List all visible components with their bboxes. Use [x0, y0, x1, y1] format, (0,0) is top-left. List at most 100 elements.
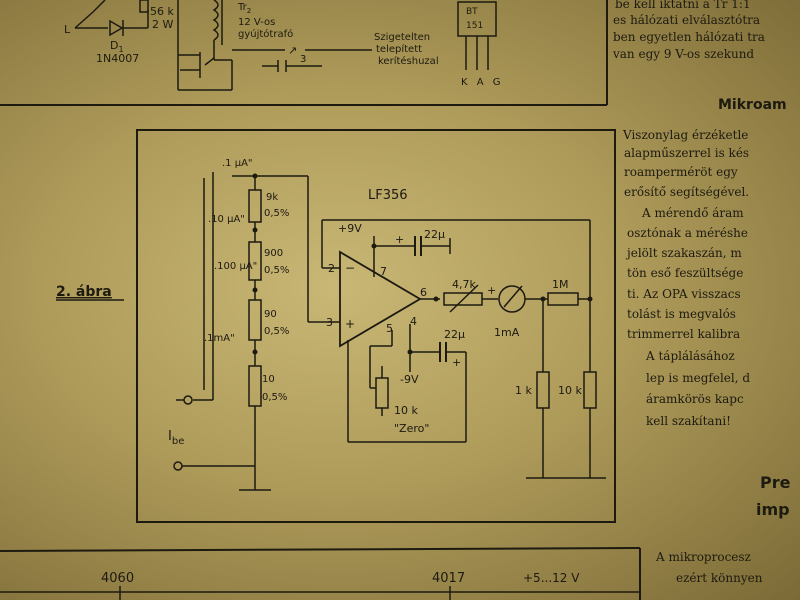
section-heading-2-line-2: imp: [756, 500, 790, 519]
series-r-label: 1M: [552, 278, 569, 291]
section-heading-mikroam: Mikroam: [718, 97, 787, 113]
junction-1ma: [252, 349, 258, 355]
right-text-column: be kell iktatni a Tr 1:1 es hálózati elv…: [612, 0, 791, 585]
ladder-tol-90: 0,5%: [264, 326, 289, 337]
body-line-13: lep is megfelel, d: [646, 371, 750, 385]
diode-d1-symbol: [109, 19, 124, 37]
body-line-6: osztónak a méréshe: [627, 226, 748, 240]
pot-value-label: 4,7k: [452, 278, 476, 291]
pot-4k7-arrow: [449, 284, 479, 313]
ladder-value-10: 10: [262, 374, 275, 385]
transformer-coil-primary: [212, 0, 219, 41]
body-line-12: A táplálásához: [645, 349, 735, 363]
thyristor-type: BT: [466, 7, 478, 17]
junction-100ua: [252, 287, 258, 293]
resistor-90: [248, 299, 262, 341]
meter-range-label: 1mA: [494, 326, 520, 339]
bottom-body-line-2: ezért könnyen: [676, 571, 763, 585]
pin-7-label: 7: [380, 265, 387, 278]
thyristor-number: 151: [466, 21, 483, 31]
resistor-10k: [583, 371, 597, 409]
bottom-circuit: 4060 4017 +5...12 V: [0, 547, 641, 600]
diode-part-number: 1N4007: [96, 52, 139, 65]
range-label-100ua: .100 μA": [214, 261, 257, 272]
pin-5-label: 5: [386, 322, 393, 335]
figure-frame: [136, 129, 616, 523]
section-heading-2-line-1: Pre: [760, 473, 791, 492]
diode-ref: D1: [110, 39, 124, 54]
switch-arrow: [204, 57, 215, 66]
insulated-label-2: telepített: [376, 43, 422, 55]
pot-zero-10k[interactable]: [375, 377, 389, 409]
vplus-label: +9V: [338, 222, 362, 235]
body-line-1: Viszonylag érzéketle: [622, 128, 748, 142]
right-top-line-1: be kell iktatni a Tr 1:1: [615, 0, 751, 11]
range-label-10ua: .10 μA": [208, 214, 245, 225]
body-line-4: erősítő segítségével.: [624, 185, 749, 199]
pin-4-label: 4: [410, 315, 417, 328]
opamp-part-number: LF356: [368, 188, 408, 203]
right-top-line-2: es hálózati elválasztótra: [613, 13, 760, 27]
body-line-8: tön eső feszültsége: [627, 266, 743, 280]
resistor-value: 56 k: [150, 5, 174, 18]
body-line-9: ti. Az OPA visszacs: [627, 287, 741, 301]
chip-4060-label: 4060: [101, 571, 134, 586]
resistor-9k: [248, 189, 262, 223]
ladder-value-90: 90: [264, 309, 277, 320]
supply-voltage-label: +5...12 V: [523, 571, 580, 585]
wire-diag2: [74, 11, 94, 29]
zero-pot-value: 10 k: [394, 404, 418, 417]
body-line-3: roamperméröt egy: [624, 165, 738, 179]
bottom-frame-top-border: [0, 547, 641, 552]
range-label-1ma: .1mA": [204, 333, 235, 344]
pin-3-label: 3: [326, 316, 333, 329]
insulated-label-1: Szigetelten: [374, 32, 430, 43]
opamp-inv-sign: −: [345, 261, 355, 275]
thyristor-pin-labels: K A G: [461, 77, 504, 88]
ladder-value-900: 900: [264, 248, 283, 259]
junction-10ua: [252, 227, 258, 233]
cap-bottom-plus: +: [452, 356, 461, 369]
r-1k-label: 1 k: [515, 384, 532, 397]
right-top-line-4: van egy 9 V-os szekund: [612, 47, 754, 61]
figure-caption: 2. ábra: [56, 284, 112, 300]
resistor-56k-symbol: [139, 0, 149, 13]
cap-top-value: 22μ: [424, 228, 445, 241]
input-terminal[interactable]: [173, 461, 183, 471]
spark-mark: ↗: [288, 44, 297, 57]
ladder-tol-900: 0,5%: [264, 265, 289, 276]
transformer-ref: Tr2: [237, 2, 251, 15]
switch-common-terminal[interactable]: [183, 395, 193, 405]
zero-pot-label: "Zero": [394, 422, 429, 435]
top-circuit: L D1 1N4007 56 k 2 W Tr2 12 V-os gyújtót…: [0, 0, 608, 106]
wire-diag: [92, 0, 106, 13]
output-junction: [433, 296, 439, 302]
body-line-2: alapműszerrel is kés: [624, 146, 749, 160]
resistor-10: [248, 365, 262, 407]
cap-top-plus: +: [395, 233, 404, 246]
ladder-tol-9k: 0,5%: [264, 208, 289, 219]
pin-6-label: 6: [420, 286, 427, 299]
body-line-11: trimmerrel kalibra: [627, 327, 740, 341]
resistor-1m: [547, 292, 579, 306]
body-line-7: jelölt szakaszán, m: [625, 246, 742, 260]
body-line-5: A mérendő áram: [641, 206, 744, 220]
meter-plus-sign: +: [487, 284, 496, 297]
body-line-10: tolást is megvalós: [627, 307, 736, 321]
opamp-noninv-sign: +: [345, 317, 355, 331]
label-l: L: [64, 23, 71, 36]
body-line-15: kell szakítani!: [646, 414, 731, 428]
vminus-label: -9V: [400, 373, 419, 386]
ammeter-needle: [503, 285, 523, 308]
chip-4017-label: 4017: [432, 571, 465, 586]
insulated-label-3: kerítéshuzal: [378, 55, 439, 67]
resistor-1k: [536, 371, 550, 409]
transformer-voltage: 12 V-os: [238, 17, 275, 28]
transformer-type: gyújtótrafó: [238, 28, 293, 40]
ammeter-1ma: [498, 285, 526, 313]
range-label-1ua: .1 μA": [222, 158, 253, 169]
body-line-14: áramkörös kapc: [646, 392, 744, 406]
resistor-power: 2 W: [152, 18, 173, 31]
opamp-lf356-symbol: [339, 250, 422, 348]
